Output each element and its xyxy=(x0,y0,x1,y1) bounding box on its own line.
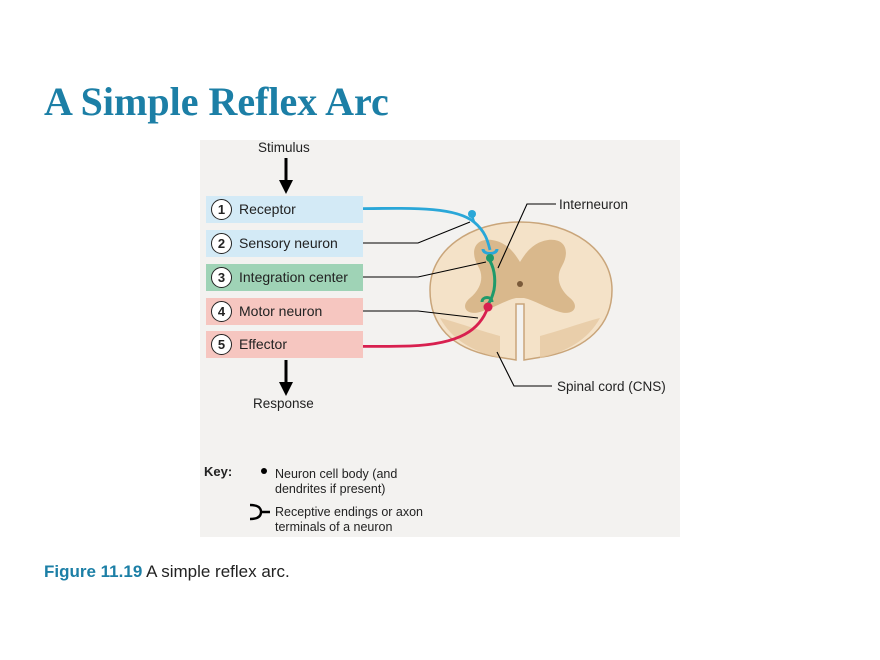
step-label: Integration center xyxy=(239,269,348,285)
interneuron-path xyxy=(480,254,497,306)
caption-text: A simple reflex arc. xyxy=(146,562,290,581)
key-title: Key: xyxy=(204,464,233,479)
step-label: Sensory neuron xyxy=(239,235,338,251)
step-label: Effector xyxy=(239,336,287,352)
key-endings-text: Receptive endings or axon terminals of a… xyxy=(275,505,423,535)
key-line: terminals of a neuron xyxy=(275,520,393,534)
terminal-key-icon xyxy=(249,503,270,521)
step-number: 3 xyxy=(211,267,232,288)
step-label: Motor neuron xyxy=(239,303,323,319)
key-line: Neuron cell body (and xyxy=(275,467,398,481)
cell-body-key-icon xyxy=(261,468,267,474)
response-arrow xyxy=(279,360,293,396)
step-number: 4 xyxy=(211,301,232,322)
slide-title: A Simple Reflex Arc xyxy=(44,79,389,124)
figure-number: Figure 11.19 xyxy=(44,562,143,581)
key-line: Receptive endings or axon xyxy=(275,505,424,519)
step-integration-center: 3 Integration center xyxy=(206,264,363,291)
figure-caption: Figure 11.19 A simple reflex arc. xyxy=(44,562,290,582)
step-number: 5 xyxy=(211,334,232,355)
step-number: 1 xyxy=(211,199,232,220)
stimulus-arrow xyxy=(279,158,293,194)
step-effector: 5 Effector xyxy=(206,331,363,358)
spinal-cord-label: Spinal cord (CNS) xyxy=(557,379,666,394)
step-motor-neuron: 4 Motor neuron xyxy=(206,298,363,325)
step-number: 2 xyxy=(211,233,232,254)
response-label: Response xyxy=(253,396,314,411)
step-label: Receptor xyxy=(239,201,296,217)
stimulus-label: Stimulus xyxy=(258,140,310,155)
step-sensory-neuron: 2 Sensory neuron xyxy=(206,230,363,257)
key-line: dendrites if present) xyxy=(275,482,386,496)
interneuron-label: Interneuron xyxy=(559,197,629,212)
step-receptor: 1 Receptor xyxy=(206,196,363,223)
key-cell-body-text: Neuron cell body (and dendrites if prese… xyxy=(275,467,397,497)
leader-lines xyxy=(363,203,556,387)
